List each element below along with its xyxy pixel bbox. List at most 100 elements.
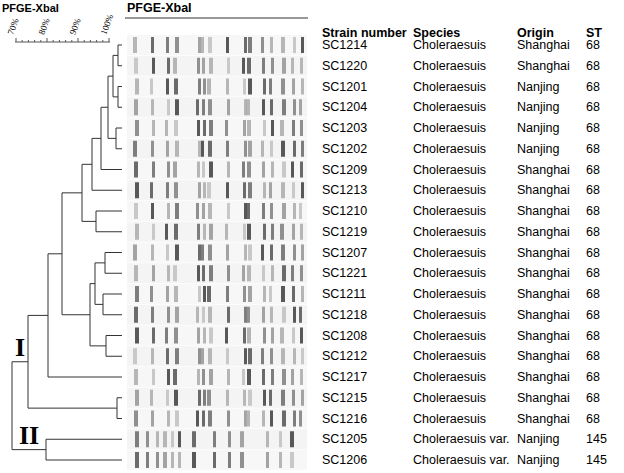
sequence-type: 68	[586, 99, 600, 115]
strain-number: SC1220	[322, 58, 367, 74]
strain-number: SC1211	[322, 286, 366, 302]
gel-lane	[127, 118, 307, 138]
gel-band	[167, 411, 170, 427]
gel-band	[228, 452, 231, 468]
gel-band	[282, 99, 286, 115]
gel-band	[133, 141, 137, 157]
species-name: Choleraesuis	[413, 141, 486, 157]
gel-band	[135, 452, 139, 468]
strain-number: SC1213	[322, 182, 367, 198]
gel-band	[134, 411, 138, 427]
gel-lane	[127, 160, 307, 180]
origin-city: Shanghai	[517, 37, 570, 53]
gel-lane	[127, 367, 307, 387]
origin-city: Shanghai	[517, 265, 570, 281]
gel-lane	[127, 243, 307, 263]
gel-band	[282, 265, 286, 281]
gel-band	[197, 58, 200, 74]
gel-band	[281, 79, 285, 95]
gel-band	[269, 79, 272, 95]
gel-band	[262, 203, 265, 219]
scale-label: 70%	[6, 17, 21, 36]
gel-band	[269, 286, 272, 302]
sequence-type: 68	[586, 79, 600, 95]
gel-band	[166, 141, 169, 157]
gel-band	[152, 265, 155, 281]
gel-band	[150, 286, 153, 302]
panel-title: PFGE-XbaI	[2, 2, 59, 15]
gel-band	[135, 390, 139, 406]
gel-band	[247, 224, 251, 240]
gel-lane	[127, 409, 307, 429]
gel-band	[225, 328, 228, 344]
gel-band	[243, 286, 246, 302]
gel-band	[248, 286, 252, 302]
species-name: Choleraesuis	[413, 120, 486, 136]
gel-band	[163, 452, 167, 468]
gel-band	[174, 328, 178, 344]
strain-number: SC1208	[322, 328, 367, 344]
sequence-type: 68	[586, 348, 600, 364]
gel-band	[173, 162, 177, 178]
gel-band	[301, 37, 304, 53]
gel-band	[300, 162, 303, 178]
gel-band	[280, 120, 284, 136]
species-name: Choleraesuis	[413, 369, 486, 385]
gel-band	[242, 265, 245, 281]
gel-band	[151, 411, 154, 427]
gel-band	[208, 348, 212, 364]
gel-band	[266, 431, 269, 447]
scale-axis	[15, 42, 110, 43]
gel-band	[271, 58, 274, 74]
gel-band	[209, 265, 213, 281]
gel-band	[247, 369, 251, 385]
gel-band	[246, 307, 250, 323]
gel-band	[197, 224, 200, 240]
gel-lane	[127, 35, 307, 55]
gel-band	[227, 369, 230, 385]
scale-tick	[90, 40, 91, 42]
sequence-type: 68	[586, 162, 600, 178]
species-name: Choleraesuis	[413, 58, 486, 74]
sequence-type: 68	[586, 245, 600, 261]
gel-band	[175, 141, 179, 157]
scale-tick	[84, 40, 85, 42]
gel-band	[152, 162, 155, 178]
gel-band	[173, 369, 177, 385]
gel-band	[226, 348, 229, 364]
sequence-type: 68	[586, 369, 600, 385]
gel-band	[244, 245, 247, 261]
gel-band	[263, 390, 266, 406]
gel-band	[208, 203, 212, 219]
gel-band	[201, 37, 204, 53]
gel-band	[156, 431, 159, 447]
gel-band	[192, 431, 196, 447]
gel-band	[208, 411, 212, 427]
gel-band	[301, 245, 304, 261]
gel-band	[151, 141, 154, 157]
gel-band	[203, 286, 206, 302]
scale-label: 80%	[37, 17, 52, 36]
gel-lane	[127, 450, 307, 470]
gel-band	[263, 328, 266, 344]
gel-band	[226, 141, 229, 157]
gel-band	[292, 224, 295, 240]
scale-tick	[102, 40, 103, 42]
gel-band	[270, 307, 273, 323]
gel-band	[261, 348, 264, 364]
gel-band	[135, 120, 139, 136]
gel-band	[209, 162, 213, 178]
scale-tick	[53, 40, 54, 42]
gel-band	[262, 265, 265, 281]
species-name: Choleraesuis	[413, 162, 486, 178]
origin-city: Shanghai	[517, 348, 570, 364]
gel-band	[280, 328, 284, 344]
gel-band	[163, 431, 167, 447]
gel-band	[134, 265, 138, 281]
gel-lane	[127, 56, 307, 76]
gel-band	[263, 120, 266, 136]
gel-band	[242, 369, 245, 385]
gel-band	[167, 162, 170, 178]
gel-band	[227, 99, 230, 115]
gel-band	[198, 141, 201, 157]
